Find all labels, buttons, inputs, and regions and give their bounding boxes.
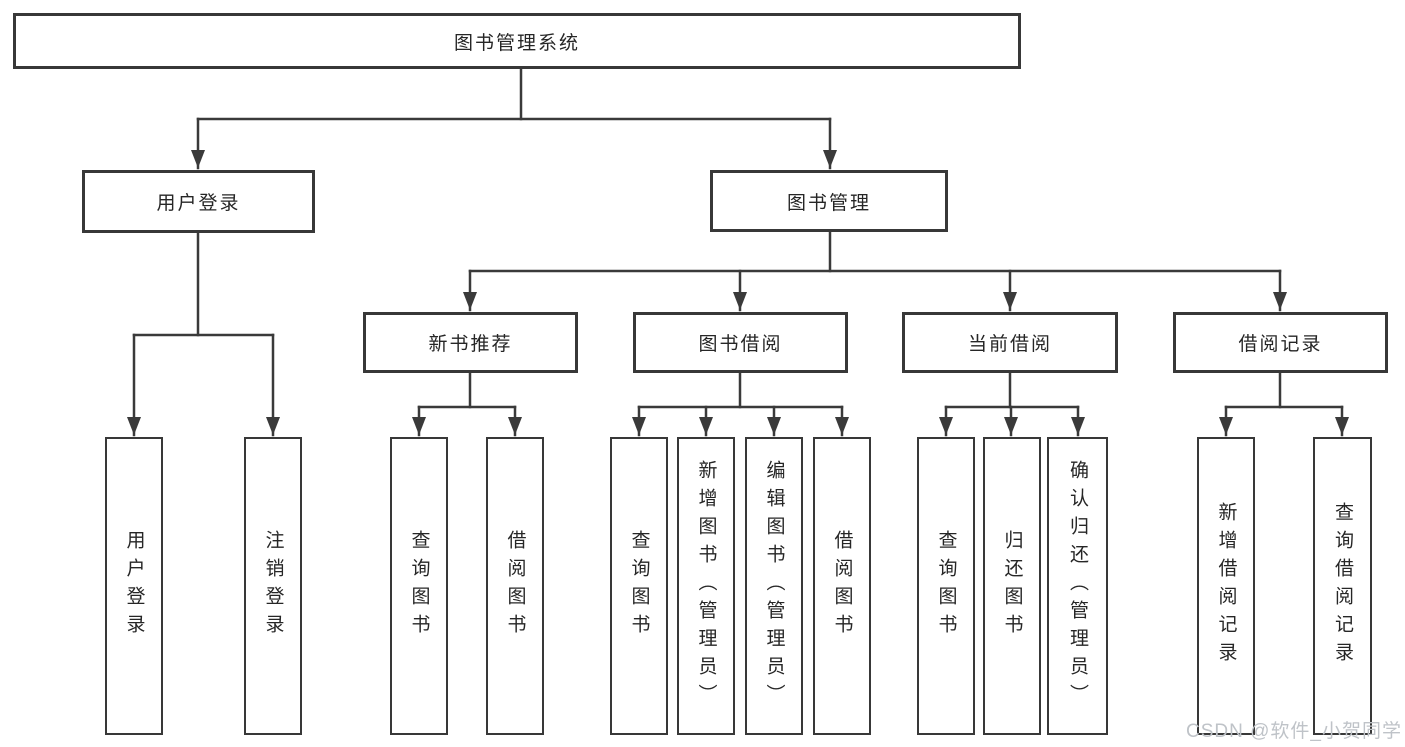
node-borrow-records-label: 借阅记录 [1238, 334, 1323, 355]
leaf-cb-return-book: 归还图书 [983, 437, 1041, 735]
node-current-borrow-label: 当前借阅 [967, 334, 1052, 355]
leaf-br-query-record-label: 查询借阅记录 [1332, 502, 1353, 670]
node-book-management: 图书管理 [710, 170, 948, 232]
node-root-label: 图书管理系统 [453, 32, 580, 54]
leaf-nbr-query-book-label: 查询图书 [408, 530, 430, 642]
leaf-bb-add-book-admin-label: 新增图书（管理员） [695, 460, 717, 712]
leaf-bb-borrow-book: 借阅图书 [813, 437, 871, 735]
leaf-nbr-borrow-book: 借阅图书 [486, 437, 544, 735]
leaf-bb-borrow-book-label: 借阅图书 [831, 530, 853, 642]
node-current-borrow: 当前借阅 [902, 312, 1118, 373]
leaf-br-add-record: 新增借阅记录 [1197, 437, 1255, 735]
leaf-br-add-record-label: 新增借阅记录 [1215, 502, 1237, 670]
leaf-cb-query-book-label: 查询图书 [935, 530, 957, 642]
leaf-nbr-borrow-book-label: 借阅图书 [504, 530, 526, 642]
leaf-nbr-query-book: 查询图书 [390, 437, 448, 735]
node-book-management-label: 图书管理 [786, 192, 871, 214]
node-user-login-label: 用户登录 [156, 193, 241, 214]
node-book-borrow: 图书借阅 [633, 312, 848, 373]
leaf-cb-confirm-return-admin-label: 确认归还（管理员） [1067, 460, 1088, 712]
leaf-bb-edit-book-admin: 编辑图书（管理员） [745, 437, 803, 735]
node-new-book-recommend: 新书推荐 [363, 312, 578, 373]
csdn-watermark: CSDN @软件_小贺同学 [1186, 721, 1402, 742]
leaf-cb-return-book-label: 归还图书 [1001, 530, 1023, 642]
node-new-book-recommend-label: 新书推荐 [428, 334, 513, 355]
leaf-user-login: 用户登录 [105, 437, 163, 735]
leaf-cb-query-book: 查询图书 [917, 437, 975, 735]
leaf-br-query-record: 查询借阅记录 [1313, 437, 1372, 735]
leaf-cb-confirm-return-admin: 确认归还（管理员） [1047, 437, 1108, 735]
leaf-logout-label: 注销登录 [262, 530, 284, 642]
leaf-user-login-label: 用户登录 [123, 530, 145, 642]
leaf-bb-query-book-label: 查询图书 [628, 530, 650, 642]
leaf-bb-query-book: 查询图书 [610, 437, 668, 735]
node-book-borrow-label: 图书借阅 [698, 334, 783, 355]
leaf-bb-edit-book-admin-label: 编辑图书（管理员） [763, 460, 785, 712]
node-borrow-records: 借阅记录 [1173, 312, 1388, 373]
leaf-logout: 注销登录 [244, 437, 302, 735]
node-root: 图书管理系统 [13, 13, 1021, 69]
leaf-bb-add-book-admin: 新增图书（管理员） [677, 437, 735, 735]
node-user-login: 用户登录 [82, 170, 315, 233]
